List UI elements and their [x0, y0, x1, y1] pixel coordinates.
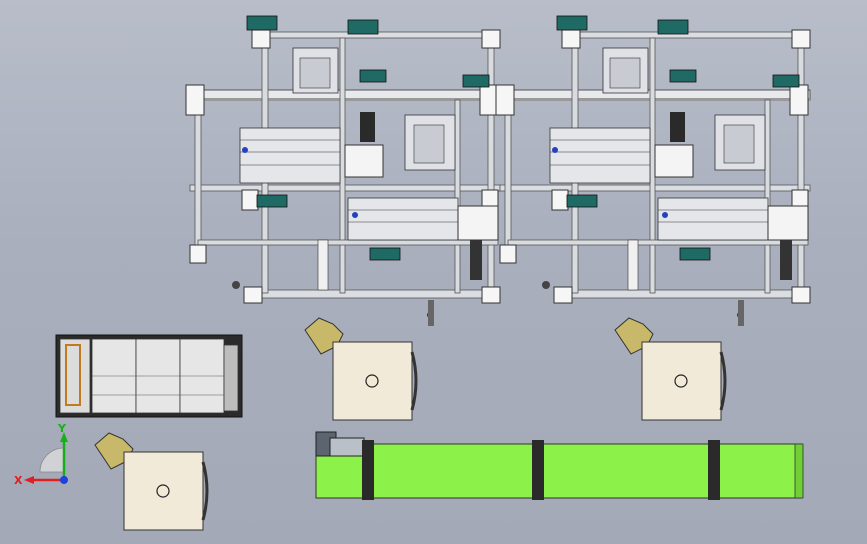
- center-post-b: [454, 99, 461, 294]
- turntable-plate: [123, 451, 204, 531]
- turntable-right[interactable]: [614, 317, 727, 421]
- corner-plate: [251, 29, 271, 49]
- support-bracket: [317, 239, 329, 291]
- bearing-block: [360, 112, 375, 142]
- turntable-center: [674, 374, 688, 388]
- gearbox: [329, 437, 365, 457]
- left-post: [194, 99, 202, 261]
- cylinder: [470, 240, 482, 280]
- mount-plate-b: [457, 205, 499, 241]
- mount-plate-a: [344, 144, 384, 178]
- cable-duct: [65, 344, 81, 406]
- corner-plate: [185, 84, 205, 116]
- corner-plate: [189, 244, 207, 264]
- fitting: [352, 212, 358, 218]
- foot-post: [428, 300, 434, 326]
- turntable-middle[interactable]: [304, 317, 418, 421]
- lower-rail: [197, 239, 499, 246]
- corner-plate: [481, 29, 501, 49]
- fitting: [242, 147, 248, 153]
- turntable-plate: [332, 341, 413, 421]
- z-axis-dot: [60, 476, 68, 484]
- x-axis-label: X: [14, 474, 23, 487]
- corner-plate: [479, 84, 499, 116]
- turntable-center: [156, 484, 170, 498]
- turntable-center: [365, 374, 379, 388]
- center-post-a: [339, 37, 346, 294]
- conveyor-end-roller: [794, 443, 804, 499]
- turntable-rim: [719, 351, 727, 411]
- corner-plate: [243, 286, 263, 304]
- turntable-left[interactable]: [94, 432, 209, 531]
- machine-frame-left[interactable]: [185, 15, 501, 326]
- triad-plane: [39, 447, 65, 473]
- corner-plate: [481, 286, 501, 304]
- belt-conveyor[interactable]: [315, 431, 804, 500]
- control-cabinet[interactable]: [55, 334, 243, 418]
- turntable-rim: [410, 351, 418, 411]
- conveyor-frame-leg: [532, 440, 544, 500]
- conveyor-belt: [315, 443, 802, 499]
- cabinet-door-edge: [223, 344, 239, 412]
- servo-motor: [359, 69, 387, 83]
- corner-plate: [241, 189, 259, 211]
- servo-motor: [246, 15, 278, 31]
- handwheel: [232, 281, 240, 289]
- y-axis-label: Y: [57, 422, 67, 435]
- turntable-plate: [641, 341, 722, 421]
- servo-motor: [369, 247, 401, 261]
- servo-motor: [347, 19, 379, 35]
- conveyor-frame-leg: [708, 440, 720, 500]
- servo-motor: [462, 74, 490, 88]
- cabinet-side-panel: [59, 338, 91, 414]
- machine-frame-right[interactable]: [495, 15, 811, 327]
- slide-module-a: [239, 127, 341, 184]
- turntable-rim: [201, 461, 209, 521]
- servo-motor: [256, 194, 288, 208]
- conveyor-frame-leg: [362, 440, 374, 500]
- axis-triad: Y X: [14, 422, 68, 487]
- slide-module-b: [347, 197, 459, 241]
